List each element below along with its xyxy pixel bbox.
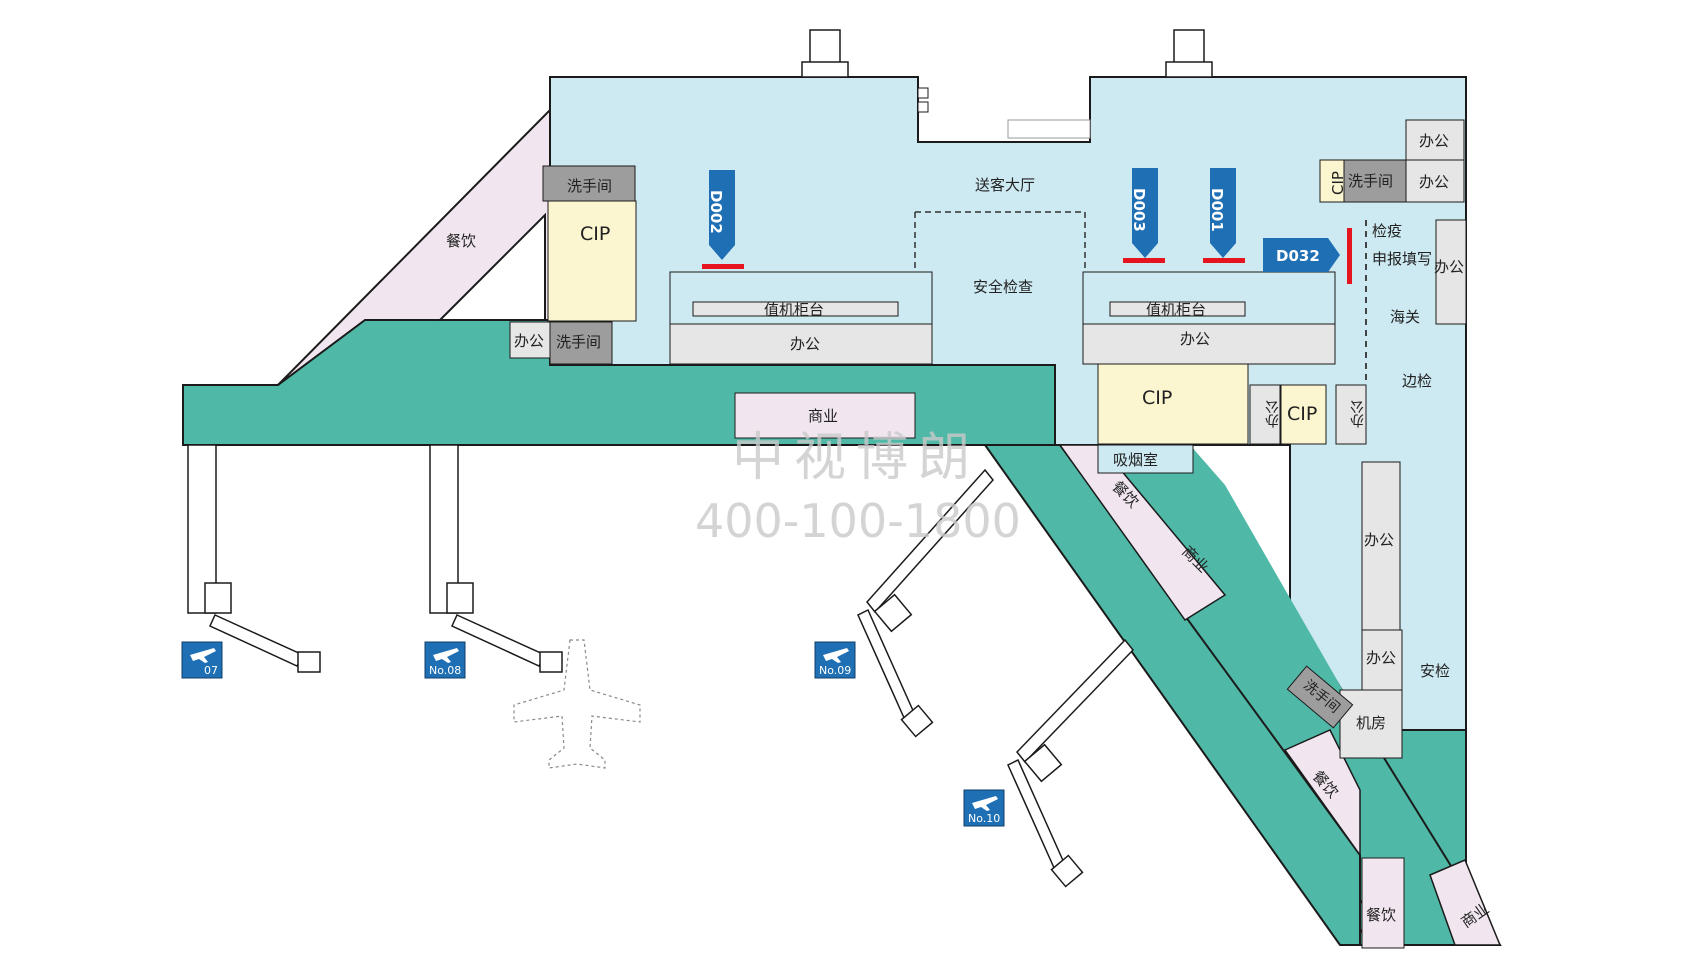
watermark-name: 中视博朗 [732,428,980,488]
gate-07-plane-icon [190,648,216,663]
gate-10-plane-icon [972,796,998,811]
office-v2-room [1335,384,1367,445]
departure-hall-label: 送客大厅 [975,176,1035,194]
gate-09-label: No.09 [819,664,851,677]
gate-10[interactable]: No.10 [963,789,1005,827]
quarantine-label: 检疫 [1372,222,1402,240]
office-r1-room [1361,461,1401,631]
washroom-mid-label: 洗手间 [556,333,601,351]
checkin-left-label: 值机柜台 [764,301,824,319]
machine-room-label: 机房 [1356,714,1386,732]
marker-d003-shape[interactable] [1132,168,1158,258]
marker-d003[interactable]: D003 [1123,168,1165,263]
cip-small-label: CIP [1287,403,1317,425]
cip-left-label: CIP [580,223,610,245]
cip-small-room [1280,384,1327,445]
office-r2-label: 办公 [1366,649,1396,667]
office-v1-room [1249,384,1281,445]
customs-label: 海关 [1390,308,1420,326]
office-right-room [1082,323,1336,365]
checkin-left-counter [692,301,899,317]
office-v2-label: 办公 [1350,400,1366,428]
marker-d002-shape[interactable] [709,170,735,260]
restaurant-bottom-room [1361,857,1405,949]
machine-room [1339,689,1403,759]
gate-badges: 07 No.08 No.09 No.10 [181,641,1005,827]
marker-d002-label: D002 [707,190,725,234]
washroom-right-room [1343,159,1407,203]
office-r2-room [1361,629,1403,691]
restaurant-bottom-label: 餐饮 [1366,906,1396,924]
security-right-label: 安检 [1420,662,1450,680]
checkin-right-label: 值机柜台 [1146,301,1206,319]
smoking-room [1097,444,1194,474]
diagonal-pier-band [983,444,1361,946]
border-label: 边检 [1402,372,1432,390]
washroom-top-label: 洗手间 [567,177,612,195]
marker-d002-ad-line [702,264,744,269]
marker-d002[interactable]: D002 [702,170,744,269]
office-right-label: 办公 [1180,330,1210,348]
diagonal-restaurant-strip [1283,729,1361,858]
office-left-room [669,323,933,365]
declaration-label: 申报填写 [1372,250,1432,268]
office-side-room [1435,219,1467,325]
airplane-outline-icon [513,639,641,769]
restaurant-left-label: 餐饮 [446,232,476,250]
gate-08-plane-icon [433,648,459,663]
office-side-label: 办公 [1434,258,1464,276]
cip-center-room [1097,363,1249,445]
office-r1-label: 办公 [1364,531,1394,549]
cip-center-label: CIP [1142,387,1172,409]
cip-left-room [547,200,637,322]
washroom-right-label: 洗手间 [1348,172,1393,190]
office-left-label: 办公 [790,335,820,353]
washroom-top [542,165,636,202]
marker-d032-shape[interactable] [1263,238,1340,272]
office-top1-label: 办公 [1419,132,1449,150]
office-small-left-room [509,321,551,359]
gate-10-label: No.10 [968,812,1000,825]
marker-d003-label: D003 [1130,188,1148,232]
office-top2-room [1405,159,1465,203]
marker-d003-ad-line [1123,258,1165,263]
gate-09-plane-icon [823,648,849,663]
marker-d032-ad-line [1347,228,1352,284]
wing-cutout [437,212,546,321]
marker-d001-ad-line [1203,258,1245,263]
shop-center-room [734,392,916,439]
marker-d001[interactable]: D001 [1203,168,1245,263]
marker-d001-label: D001 [1208,188,1226,232]
diagonal-shop-strip [1058,444,1227,622]
marker-d032[interactable]: D032 [1263,228,1352,284]
rooftop-fixtures [801,29,1213,139]
washroom-diag-room [1286,665,1354,729]
cip-vertical-label: CIP [1329,171,1347,195]
office-v1-label: 办公 [1265,400,1281,428]
gate-08-label: No.08 [429,664,461,677]
shop-center-label: 商业 [808,407,838,425]
jet-bridges [187,444,1134,888]
gate-07-label: 07 [204,664,218,677]
cip-vertical-room [1319,159,1345,203]
checkin-right-counter [1109,301,1246,317]
bottom-right-shop-strip [1429,859,1502,946]
gate-08[interactable]: No.08 [424,641,466,679]
marker-d001-shape[interactable] [1210,168,1236,258]
office-top2-label: 办公 [1419,173,1449,191]
gate-09[interactable]: No.09 [814,641,856,679]
washroom-mid-room [549,321,613,365]
ad-markers: D002 D003 D001 D032 [702,168,1352,284]
watermark-phone: 400-100-1800 [695,494,1021,548]
office-small-left-label: 办公 [514,332,544,350]
smoking-room-label: 吸烟室 [1113,451,1158,469]
gate-07[interactable]: 07 [181,641,223,679]
marker-d032-label: D032 [1276,247,1320,265]
rooms: 洗手间 CIP 办公 洗手间 值机柜台 办公 安全检查 值机柜台 办公 CIP … [509,119,1467,949]
security-check-label: 安全检查 [973,278,1033,296]
